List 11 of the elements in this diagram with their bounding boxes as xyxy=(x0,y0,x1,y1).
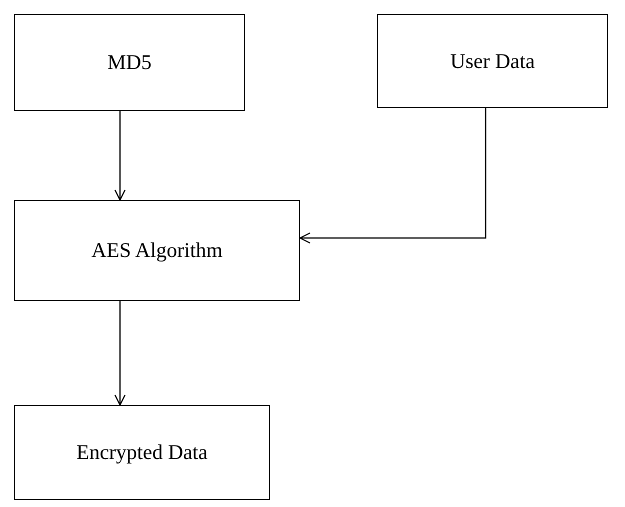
arrow xyxy=(114,301,126,406)
box-label: Encrypted Data xyxy=(76,440,208,465)
process-box xyxy=(14,405,270,500)
arrow xyxy=(299,108,486,244)
process-box xyxy=(377,14,608,108)
process-box xyxy=(14,200,300,301)
box-label: AES Algorithm xyxy=(91,238,223,263)
box-label: User Data xyxy=(450,48,535,74)
box-label: MD5 xyxy=(107,50,152,75)
process-box xyxy=(14,14,245,111)
arrow xyxy=(114,111,126,201)
